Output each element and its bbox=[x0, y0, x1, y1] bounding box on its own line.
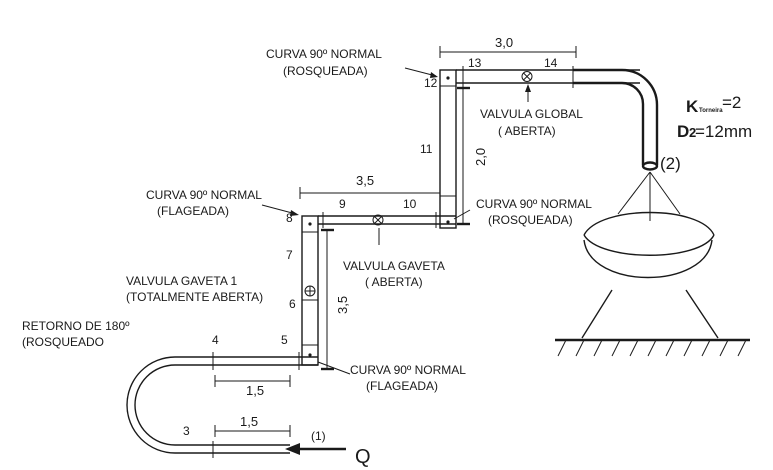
label-curve-10-l2: (ROSQUEADA) bbox=[488, 213, 573, 227]
leader-curve-12-tip bbox=[430, 72, 438, 78]
label-valve-global-l2: ( ABERTA) bbox=[498, 124, 556, 138]
node-9: 9 bbox=[339, 197, 346, 211]
label-curve-5-l1: CURVA 90º NORMAL bbox=[350, 363, 466, 377]
node-4: 4 bbox=[212, 333, 219, 347]
leader-lines bbox=[261, 67, 531, 375]
return-bend-outer bbox=[126, 356, 213, 454]
elbow-8-dot bbox=[308, 222, 312, 226]
elbow-10-dot bbox=[446, 220, 450, 224]
label-valve-gate-l2: ( ABERTA) bbox=[365, 275, 423, 289]
label-curve-5-l2: (FLAGEADA) bbox=[366, 379, 438, 393]
outlet-point: (2) bbox=[660, 154, 681, 173]
label-valve-gate-l1: VALVULA GAVETA bbox=[343, 259, 445, 273]
node-14: 14 bbox=[544, 56, 558, 70]
elbow-12 bbox=[439, 69, 457, 87]
node-10: 10 bbox=[403, 197, 417, 211]
spray-line-3 bbox=[649, 171, 681, 215]
d-value: =12mm bbox=[695, 122, 752, 141]
pipe-system bbox=[126, 66, 750, 458]
leader-curve-10 bbox=[453, 209, 471, 220]
basin-bowl bbox=[583, 239, 713, 279]
valve-global-x2 bbox=[523, 72, 531, 81]
valve-gate-x2 bbox=[374, 216, 382, 224]
dim-vert-2-value: 2,0 bbox=[473, 148, 488, 166]
elbow-12-dot bbox=[446, 76, 450, 80]
pipe-vertical-10-12 bbox=[439, 69, 457, 229]
leader-curve-5 bbox=[317, 361, 351, 375]
elbow-5-dot bbox=[308, 353, 312, 357]
basin-rim-top bbox=[583, 211, 715, 236]
basin-leg-right bbox=[685, 289, 719, 339]
flow-label: Q bbox=[355, 446, 371, 468]
inlet-point: (1) bbox=[311, 429, 326, 443]
label-curve-10-l1: CURVA 90º NORMAL bbox=[476, 197, 592, 211]
text-labels: CURVA 90º NORMAL (ROSQUEADA) CURVA 90º N… bbox=[22, 35, 752, 468]
label-valve-global-l1: VALVULA GLOBAL bbox=[480, 107, 583, 121]
flow-arrow-head bbox=[285, 443, 300, 455]
leader-curve-8-tip bbox=[290, 210, 299, 216]
label-curve-8-l1: CURVA 90º NORMAL bbox=[146, 188, 262, 202]
node-7: 7 bbox=[286, 248, 293, 262]
outlet-bend-inner bbox=[573, 81, 645, 165]
d-subscript: 2 bbox=[689, 125, 696, 140]
k-letter: K bbox=[686, 97, 699, 116]
label-return-l2: (ROSQUEADO bbox=[22, 335, 104, 349]
leader-valve-global-tip bbox=[525, 84, 531, 92]
d-letter: D bbox=[677, 122, 689, 141]
k-value: =2 bbox=[722, 93, 741, 112]
dimension-lines bbox=[214, 46, 577, 437]
basin-rim-bottom bbox=[583, 234, 715, 256]
node-11: 11 bbox=[420, 142, 433, 156]
ground-hatch bbox=[557, 339, 747, 357]
node-12: 12 bbox=[424, 76, 438, 90]
return-bend-inner bbox=[134, 364, 213, 446]
label-return-l1: RETORNO DE 180º bbox=[22, 319, 130, 333]
label-valve-gate-1-l1: VALVULA GAVETA 1 bbox=[126, 274, 237, 288]
node-6: 6 bbox=[289, 297, 296, 311]
label-curve-12-l2: (ROSQUEADA) bbox=[283, 64, 368, 78]
dim-vert-3-value: 3,5 bbox=[335, 296, 350, 314]
node-5: 5 bbox=[281, 333, 288, 347]
valve-global-icon bbox=[521, 71, 533, 82]
label-valve-gate-1-l2: (TOTALMENTE ABERTA) bbox=[126, 290, 263, 304]
node-3: 3 bbox=[183, 424, 190, 438]
dim-top-value: 3,0 bbox=[495, 35, 513, 50]
node-8: 8 bbox=[286, 211, 293, 225]
spray-line-1 bbox=[617, 171, 651, 215]
dim-bottom-a-value: 1,5 bbox=[246, 383, 264, 398]
outlet-nozzle bbox=[641, 161, 659, 171]
leader-curve-8 bbox=[261, 204, 297, 215]
dim-bottom-b-value: 1,5 bbox=[240, 414, 258, 429]
dim-mid-value: 3,5 bbox=[356, 173, 374, 188]
node-13: 13 bbox=[468, 56, 482, 70]
label-curve-12-l1: CURVA 90º NORMAL bbox=[266, 47, 382, 61]
k-subscript: Torneira bbox=[699, 108, 723, 114]
valve-gate-icon bbox=[372, 214, 384, 226]
label-curve-8-l2: (FLAGEADA) bbox=[157, 204, 229, 218]
elbow-5 bbox=[301, 344, 319, 366]
basin-leg-left bbox=[581, 289, 613, 339]
outlet-bend-outer bbox=[573, 68, 659, 165]
